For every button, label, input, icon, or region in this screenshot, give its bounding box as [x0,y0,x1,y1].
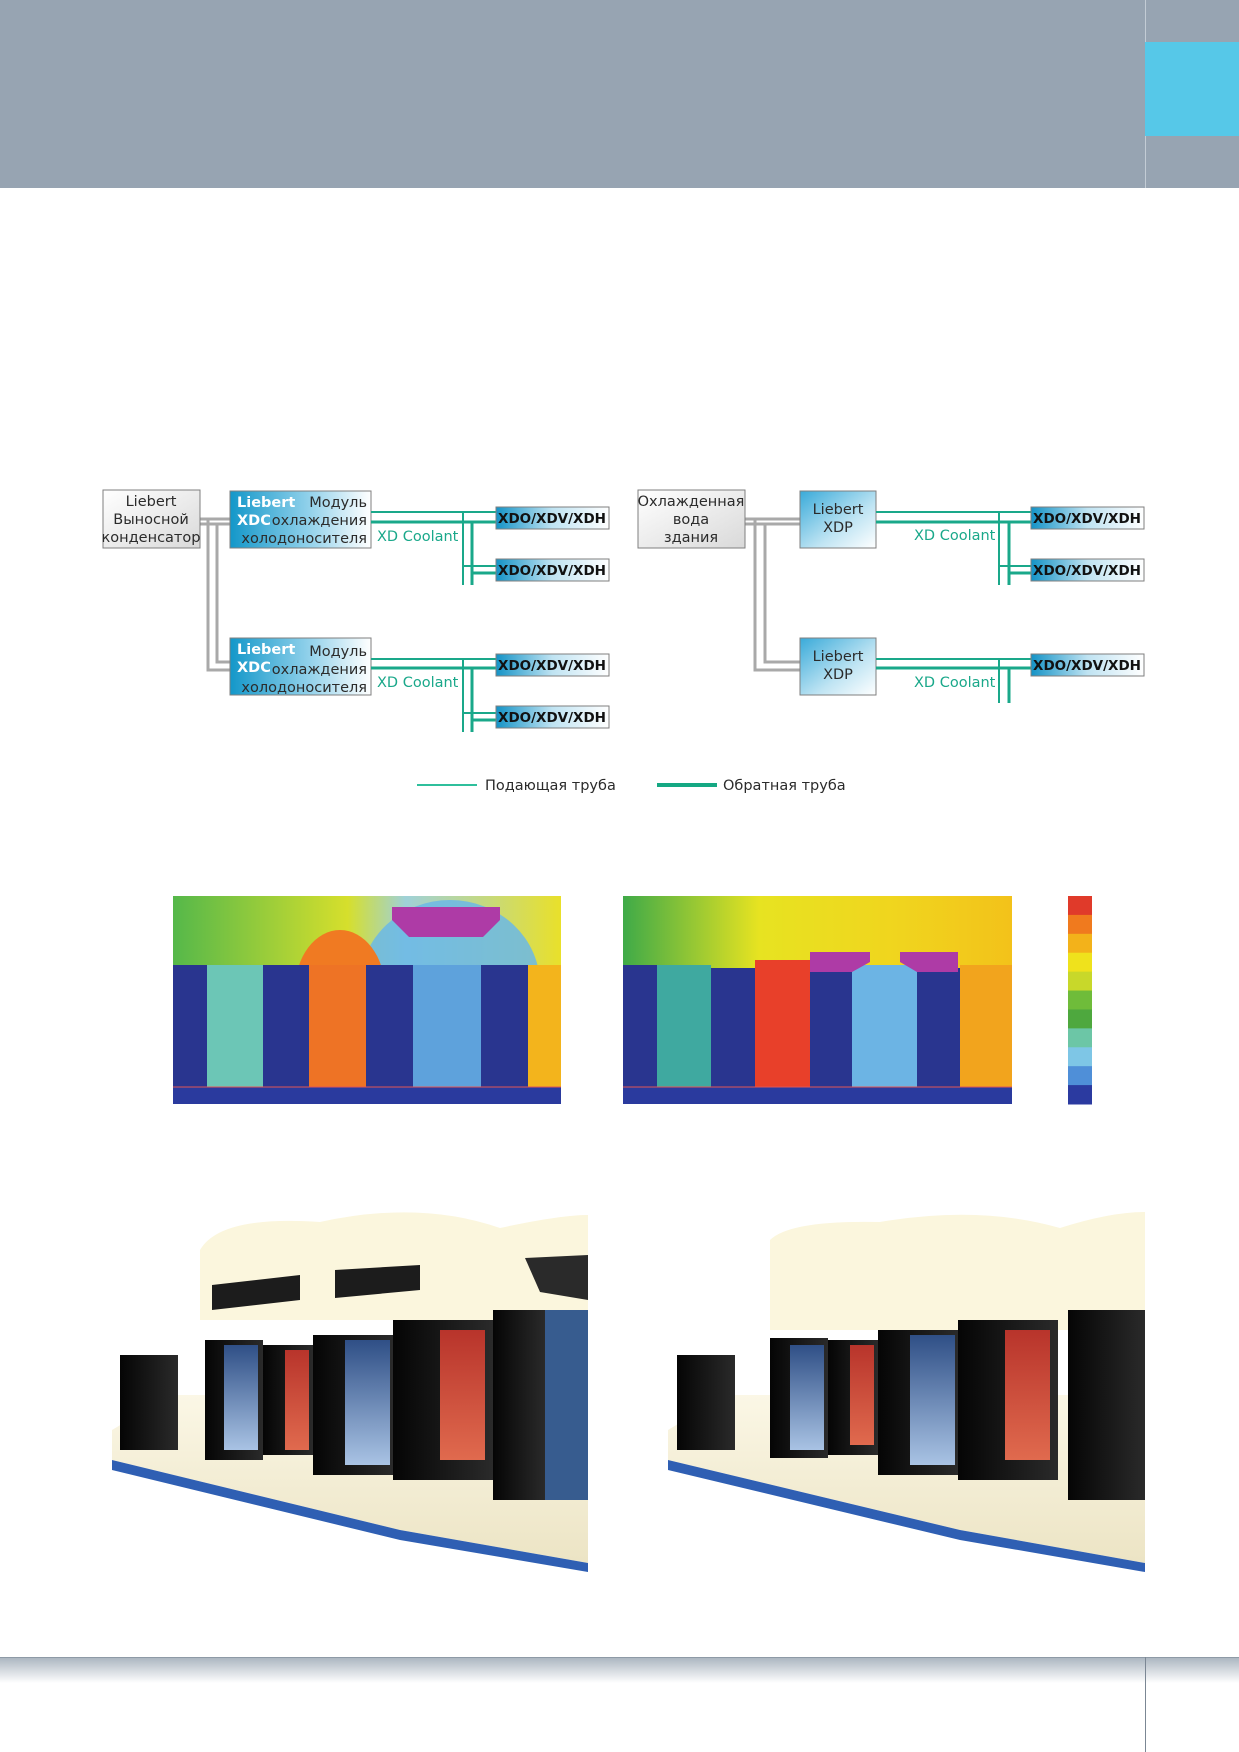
coolant-label-4: XD Coolant [914,675,996,691]
xdp2-label-2: XDP [823,667,853,683]
xdc2-brand-line-1: Liebert [237,642,295,658]
rack-unit-3a [1030,506,1145,530]
rack-unit-label-2a: XDO/XDV/XDH [498,658,606,674]
rack-unit-2a [495,653,610,677]
thermal-scale-swatch [1068,952,1092,973]
rack-unit-label-1a: XDO/XDV/XDH [498,511,606,527]
xdc-desc-line-3: холодоносителя [241,531,367,547]
thermal-scale-swatch [1068,1066,1092,1086]
xdc-brand-line-1: Liebert [237,495,295,511]
return-pipe-label: Обратная труба [723,778,846,794]
right-piping-diagram: Охлажденная вода здания Liebert XDP XD C… [637,489,1145,703]
thermal-color-scale [1068,896,1092,1105]
condenser-label-1: Liebert [126,494,177,510]
datacenter-illustration-left [112,1212,588,1572]
footer-band [0,1657,1239,1683]
thermal-scale-swatch [1068,971,1092,992]
rack-unit-4a [1030,653,1145,677]
xdc2-desc-line-1: Модуль [309,644,367,660]
xdc-module-2: Liebert XDC Модуль охлаждения холодоноси… [229,637,372,696]
rack-unit-2b [495,705,610,729]
xdp-module-1 [799,490,877,549]
footer-line [0,1657,1239,1658]
coolant-label-3: XD Coolant [914,528,996,544]
thermal-scale-swatch [1068,1028,1092,1048]
coolant-label-1: XD Coolant [377,529,459,545]
xdc2-brand-line-2: XDC [237,660,271,676]
xdp1-label-1: Liebert [813,502,864,518]
building-water-box [637,489,746,549]
coolant-lines-3 [876,511,1031,585]
condenser-label-2: Выносной [113,512,189,528]
rack-unit-label-3a: XDO/XDV/XDH [1033,511,1141,527]
thermal-map-left [173,896,561,1104]
xdc-desc-line-1: Модуль [309,495,367,511]
thermal-scale-swatch [1068,1085,1092,1105]
supply-pipe-label: Подающая труба [485,778,616,794]
thermal-scale-swatch [1068,990,1092,1010]
thermal-scale-swatch [1068,1009,1092,1029]
xdc-brand-line-2: XDC [237,513,271,529]
pipe-legend: Подающая труба Обратная труба [417,778,846,794]
rack-unit-label-3b: XDO/XDV/XDH [1033,563,1141,579]
building-water-label-2: вода [673,512,709,528]
rack-unit-label-1b: XDO/XDV/XDH [498,563,606,579]
xdc-module-1: Liebert XDC Модуль охлаждения холодоноси… [229,490,372,549]
thermal-scale-swatch [1068,933,1092,954]
rack-unit-1b [495,558,610,582]
rack-unit-3b [1030,558,1145,582]
header-band [0,0,1239,188]
thermal-scale-swatch [1068,914,1092,935]
rack-unit-label-4a: XDO/XDV/XDH [1033,658,1141,674]
building-water-pipes [745,517,800,672]
coolant-label-2: XD Coolant [377,675,459,691]
condenser-box [102,489,201,549]
xdc2-desc-line-2: охлаждения [272,662,367,678]
coolant-lines-4 [876,658,1031,703]
coolant-lines-1 [371,511,496,585]
footer-divider [1145,1657,1146,1752]
datacenter-illustration-right [668,1212,1145,1572]
xdp1-label-2: XDP [823,520,853,536]
condenser-pipes [200,517,231,672]
coolant-lines-2 [371,658,496,732]
thermal-map-right [623,896,1012,1104]
rack-unit-label-2b: XDO/XDV/XDH [498,710,606,726]
left-piping-diagram: Liebert Выносной конденсатор Liebert XDC… [102,489,610,732]
rack-unit-1a [495,506,610,530]
xdc-desc-line-2: охлаждения [272,513,367,529]
condenser-label-3: конденсатор [102,530,201,546]
thermal-scale-swatch [1068,1047,1092,1067]
building-water-label-3: здания [664,530,718,546]
header-accent-tab [1145,42,1239,136]
thermal-scale-swatch [1068,896,1092,916]
xdp2-label-1: Liebert [813,649,864,665]
building-water-label-1: Охлажденная [638,494,745,510]
xdc2-desc-line-3: холодоносителя [241,680,367,696]
